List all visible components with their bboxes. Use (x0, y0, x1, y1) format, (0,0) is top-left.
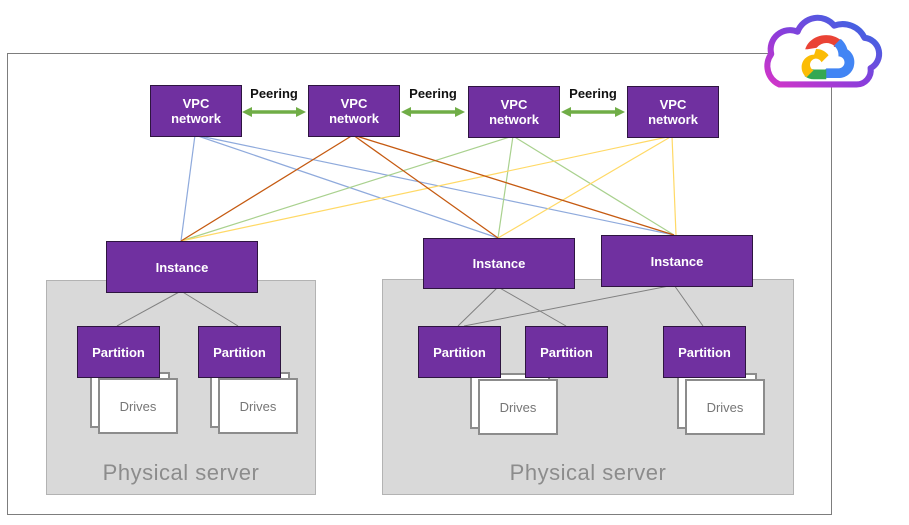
peering-label-2: Peering (409, 86, 457, 101)
instance-2: Instance (423, 238, 575, 289)
partition-1: Partition (77, 326, 160, 378)
instance-3: Instance (601, 235, 753, 287)
peering-arrow-2 (401, 107, 465, 117)
cloud-outline-icon (764, 14, 883, 88)
vpc2-instance-links (180, 134, 675, 242)
vpc-network-4-label: VPC (659, 97, 687, 112)
vpc-network-1-label: VPC (182, 96, 210, 111)
partition-3: Partition (418, 326, 501, 378)
drive-stack-4: Drives (685, 379, 765, 435)
peering-label-3: Peering (569, 86, 617, 101)
partition-4: Partition (525, 326, 608, 378)
peering-arrow-1 (242, 107, 306, 117)
vpc-network-3-label: VPC (500, 97, 528, 112)
vpc4-instance-links (180, 135, 677, 242)
partition-2: Partition (198, 326, 281, 378)
vpc3-instance-links (180, 135, 675, 242)
peering-label-1: Peering (250, 86, 298, 101)
drive-stack-3: Drives (478, 379, 558, 435)
vpc-network-3: VPC network (468, 86, 560, 138)
vpc-network-4: VPC network (627, 86, 719, 138)
google-cloud-logo (755, 8, 899, 96)
drive-stack-1: Drives (98, 378, 178, 434)
drive-stack-2: Drives (218, 378, 298, 434)
peering-arrow-3 (561, 107, 625, 117)
instance-1: Instance (106, 241, 258, 293)
physical-server-1-label: Physical server (102, 460, 260, 485)
vpc-network-2: VPC network (308, 85, 400, 137)
vpc-network-1: VPC network (150, 85, 242, 137)
physical-server-2: Physical server (382, 279, 794, 495)
gcp-multicolor-icon (801, 35, 855, 80)
vpc1-instance-links (180, 134, 675, 242)
vpc-network-2-label: VPC (340, 96, 368, 111)
physical-server-2-label: Physical server (509, 460, 667, 485)
instance-partition-links (116, 284, 704, 327)
partition-5: Partition (663, 326, 746, 378)
